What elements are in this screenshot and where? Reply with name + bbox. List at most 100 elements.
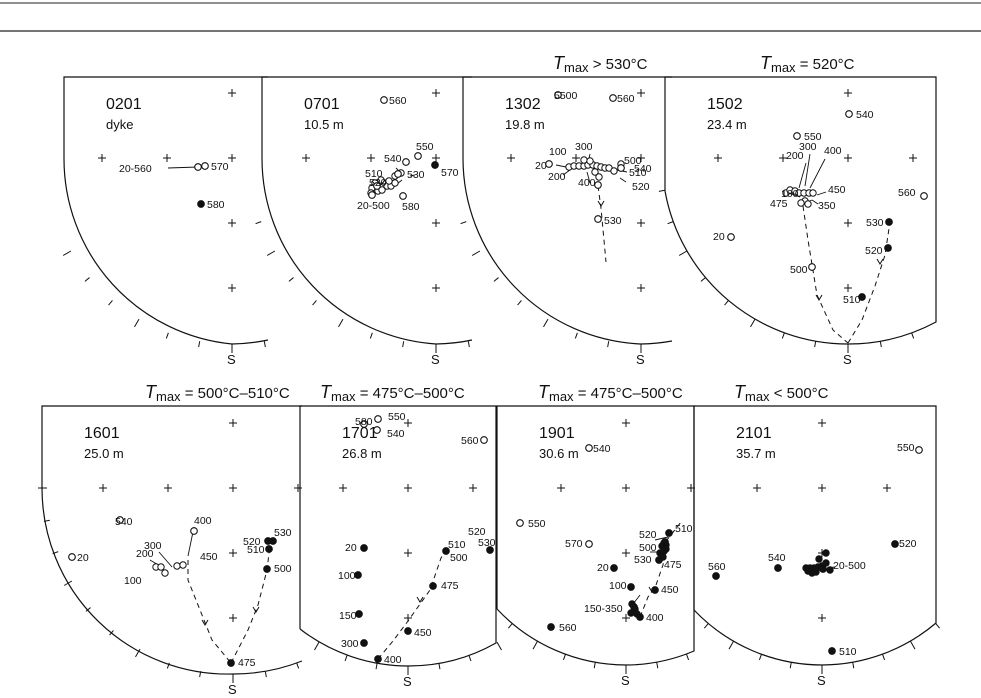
point-lower-hemisphere bbox=[431, 161, 439, 169]
point-lower-hemisphere bbox=[661, 538, 669, 546]
point-upper-hemisphere bbox=[554, 91, 562, 99]
cluster-point-filled bbox=[804, 567, 812, 575]
point-lower-hemisphere bbox=[486, 546, 494, 554]
tick bbox=[562, 654, 566, 661]
cluster-point-open bbox=[610, 167, 618, 175]
grid-cross bbox=[229, 484, 237, 492]
tick bbox=[667, 221, 674, 225]
temperature-label: 580 bbox=[402, 201, 420, 213]
grid-cross bbox=[228, 89, 236, 97]
cluster-point-open bbox=[797, 199, 805, 207]
temperature-label: 560 bbox=[708, 561, 726, 573]
grid-cross bbox=[622, 484, 630, 492]
temperature-label: 20 bbox=[597, 562, 609, 574]
grid-cross bbox=[637, 154, 645, 162]
demag-path bbox=[802, 205, 849, 344]
temperature-label: 540 bbox=[384, 153, 402, 165]
temperature-label: 520 bbox=[899, 538, 917, 550]
temperature-label: 570 bbox=[441, 167, 459, 179]
south-label: S bbox=[817, 673, 826, 688]
cluster-point-open bbox=[809, 189, 817, 197]
point-upper-hemisphere bbox=[617, 164, 625, 172]
grid-cross bbox=[404, 419, 412, 427]
temperature-label: 475 bbox=[441, 580, 459, 592]
panel-header: Tmax = 475°C–500°C bbox=[320, 382, 465, 404]
point-lower-hemisphere bbox=[610, 564, 618, 572]
temperature-label: 570 bbox=[211, 161, 229, 173]
label-leader bbox=[562, 169, 571, 176]
point-lower-hemisphere bbox=[442, 547, 450, 555]
south-label: S bbox=[431, 352, 440, 367]
tick bbox=[85, 607, 91, 612]
temperature-label: 530 bbox=[866, 217, 884, 229]
grid-cross bbox=[557, 484, 565, 492]
point-lower-hemisphere bbox=[891, 540, 899, 548]
grid-cross bbox=[844, 284, 852, 292]
point-upper-hemisphere bbox=[808, 263, 816, 271]
temperature-label: 500 bbox=[274, 563, 292, 575]
panel-header: Tmax = 520°C bbox=[760, 53, 855, 75]
tick bbox=[166, 662, 170, 669]
temperature-label: 510 bbox=[365, 168, 383, 180]
tick bbox=[911, 332, 915, 339]
tick bbox=[375, 663, 378, 670]
grid-cross bbox=[779, 154, 787, 162]
temperature-label: 500 bbox=[624, 155, 642, 167]
point-upper-hemisphere bbox=[374, 415, 382, 423]
point-upper-hemisphere bbox=[480, 436, 488, 444]
point-lower-hemisphere bbox=[774, 564, 782, 572]
temperature-label: 530 bbox=[604, 215, 622, 227]
grid-cross bbox=[98, 154, 106, 162]
stereonet-frame bbox=[41, 405, 303, 675]
grid-cross bbox=[818, 484, 826, 492]
cluster-point-open bbox=[385, 177, 393, 185]
tick bbox=[658, 189, 665, 192]
temperature-label: 300 bbox=[341, 638, 359, 650]
demag-path bbox=[377, 547, 449, 660]
point-upper-hemisphere bbox=[373, 182, 381, 190]
tick bbox=[199, 671, 202, 678]
tick bbox=[728, 641, 734, 650]
label-leader bbox=[619, 177, 627, 183]
temperature-label: 500 bbox=[450, 552, 468, 564]
stereonet-frame bbox=[462, 76, 673, 345]
point-upper-hemisphere bbox=[116, 516, 124, 524]
cluster-point-open bbox=[595, 173, 603, 181]
point-lower-hemisphere bbox=[263, 565, 271, 573]
grid-cross bbox=[714, 154, 722, 162]
tick bbox=[108, 300, 113, 306]
temperature-label: 540 bbox=[387, 428, 405, 440]
sample-info: 10.5 m bbox=[304, 117, 344, 132]
tick bbox=[369, 332, 373, 339]
label-leader bbox=[409, 174, 416, 177]
point-lower-hemisphere bbox=[227, 659, 235, 667]
point-upper-hemisphere bbox=[585, 540, 593, 548]
temperature-label: 510 bbox=[675, 523, 693, 535]
tick bbox=[678, 250, 688, 256]
cluster-point-open bbox=[157, 563, 165, 571]
grid-cross bbox=[469, 484, 477, 492]
south-label: S bbox=[227, 352, 236, 367]
tick bbox=[135, 648, 141, 658]
sample-info: 26.8 m bbox=[342, 446, 382, 461]
temperature-label: 520 bbox=[468, 526, 486, 538]
panel-header: Tmax > 530°C bbox=[553, 53, 648, 75]
sample-id: 2101 bbox=[736, 425, 772, 442]
cluster-point-filled bbox=[812, 568, 820, 576]
grid-cross bbox=[228, 219, 236, 227]
tick bbox=[296, 662, 300, 669]
tick bbox=[263, 341, 266, 348]
grid-cross bbox=[818, 614, 826, 622]
tick bbox=[460, 221, 467, 225]
temperature-label: 560 bbox=[617, 93, 635, 105]
grid-cross bbox=[572, 154, 580, 162]
tick bbox=[852, 662, 855, 669]
demag-path bbox=[230, 544, 271, 664]
tick bbox=[507, 623, 513, 629]
cluster-point-open bbox=[173, 562, 181, 570]
point-upper-hemisphere bbox=[727, 233, 735, 241]
temperature-label: 550 bbox=[897, 442, 915, 454]
cluster-point-filled bbox=[826, 566, 834, 574]
